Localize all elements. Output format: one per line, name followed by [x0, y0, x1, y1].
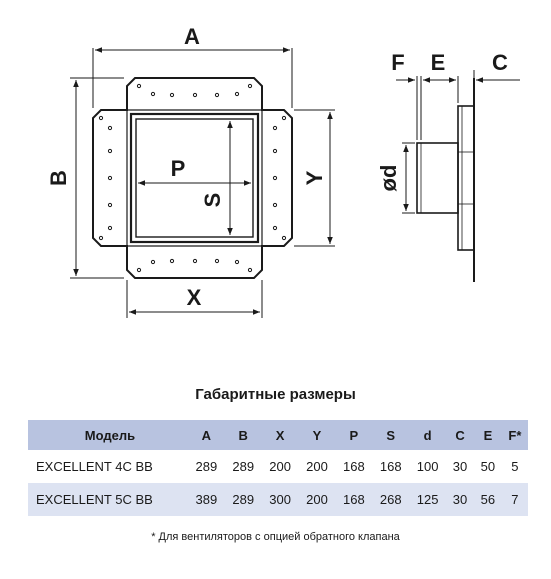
- table-row: EXCELLENT 4C BB 289 289 200 200 168 168 …: [28, 450, 528, 483]
- cell-f: 7: [501, 483, 528, 516]
- label-a: A: [184, 24, 200, 49]
- col-header-model: Модель: [28, 420, 188, 450]
- dimensions-table: Модель A B X Y P S d C E F* EXCELLENT 4C…: [28, 420, 528, 516]
- footnote: * Для вентиляторов с опцией обратного кл…: [151, 531, 400, 543]
- label-x: X: [187, 285, 202, 310]
- label-s: S: [200, 193, 225, 208]
- inner-opening: [135, 118, 254, 238]
- cell-d: 100: [416, 459, 439, 474]
- col-header-d: d: [409, 420, 447, 450]
- cell-f: 5: [511, 459, 519, 474]
- cell-y: 200: [306, 459, 328, 474]
- label-y: Y: [302, 170, 327, 185]
- col-header-y: Y: [298, 420, 336, 450]
- side-view: [416, 78, 475, 282]
- cell-model: EXCELLENT 5C BB: [28, 483, 188, 516]
- label-p: P: [171, 156, 186, 181]
- cell-s: 268: [372, 483, 410, 516]
- cell-s: 168: [379, 459, 402, 474]
- col-header-s: S: [372, 420, 410, 450]
- cell-b: 289: [224, 483, 262, 516]
- cell-d: 125: [409, 483, 447, 516]
- inner-opening-outer: [129, 112, 260, 244]
- cell-x: 300: [261, 483, 299, 516]
- cell-c: 30: [452, 459, 468, 474]
- fold-lines: [126, 109, 263, 247]
- cell-b: 289: [232, 459, 255, 474]
- col-header-p: P: [335, 420, 373, 450]
- technical-drawing: A X P B Y S ød F E C: [46, 24, 520, 318]
- flange-holes: [98, 83, 287, 273]
- col-header-c: C: [446, 420, 474, 450]
- col-header-b: B: [224, 420, 262, 450]
- table-title: Габаритные размеры: [195, 386, 356, 403]
- cell-y: 200: [298, 483, 336, 516]
- label-c: C: [492, 50, 508, 75]
- cell-e: 50: [480, 459, 496, 474]
- cell-p: 168: [335, 483, 373, 516]
- cell-p: 168: [343, 459, 365, 474]
- col-header-a: A: [187, 420, 225, 450]
- table-row: EXCELLENT 5C BB 389 289 300 200 168 268 …: [28, 483, 528, 516]
- label-b: B: [46, 170, 71, 186]
- front-view: [92, 77, 293, 279]
- cell-a: 389: [187, 483, 225, 516]
- label-f: F: [391, 50, 404, 75]
- cell-a: 289: [195, 459, 218, 474]
- label-d: ød: [376, 165, 401, 192]
- cell-model: EXCELLENT 4C BB: [36, 459, 153, 474]
- flange-outline: [92, 77, 293, 279]
- col-header-e: E: [473, 420, 502, 450]
- col-header-x: X: [261, 420, 299, 450]
- cell-x: 200: [269, 459, 291, 474]
- label-e: E: [431, 50, 446, 75]
- cell-c: 30: [446, 483, 474, 516]
- cell-e: 56: [473, 483, 502, 516]
- col-header-f: F*: [501, 420, 528, 450]
- table-header-row: Модель A B X Y P S d C E F*: [28, 420, 528, 450]
